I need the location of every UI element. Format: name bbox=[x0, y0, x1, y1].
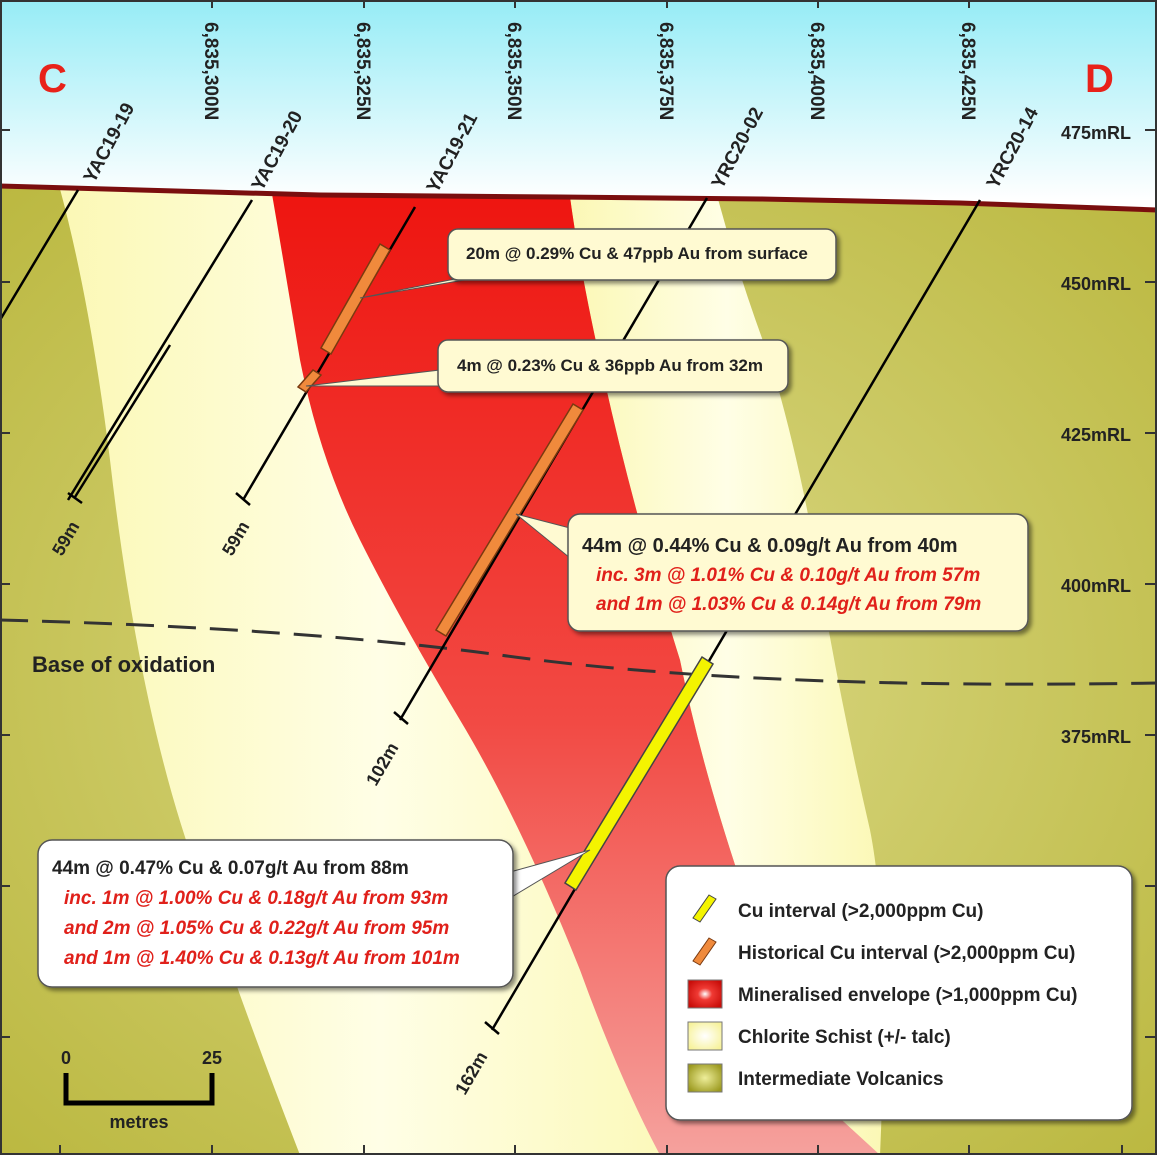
northing-label: 6,835,300N bbox=[200, 22, 221, 120]
callout-2: 4m @ 0.23% Cu & 36ppb Au from 32m bbox=[305, 339, 789, 393]
yellow-bar-icon bbox=[692, 894, 717, 923]
callout-4-line1: 44m @ 0.47% Cu & 0.07g/t Au from 88m bbox=[52, 858, 409, 879]
legend-label: Intermediate Volcanics bbox=[738, 1069, 944, 1090]
elevation-labels: 475mRL 450mRL 425mRL 400mRL 375mRL bbox=[1061, 123, 1131, 747]
orange-bar-icon bbox=[692, 937, 717, 966]
historical-cu-interval-2 bbox=[296, 369, 323, 393]
drill-hole-yac19-19 bbox=[0, 189, 80, 321]
drill-hole-yac19-20 bbox=[66, 199, 254, 501]
scale-end-label: 25 bbox=[202, 1048, 222, 1068]
legend: Cu interval (>2,000ppm Cu) Historical Cu… bbox=[665, 865, 1133, 1121]
base-of-oxidation-label: Base of oxidation bbox=[32, 652, 215, 677]
callout-2-line1: 4m @ 0.23% Cu & 36ppb Au from 32m bbox=[457, 356, 763, 375]
historical-cu-interval-1 bbox=[319, 242, 392, 356]
callout-4-line3: and 2m @ 1.05% Cu & 0.22g/t Au from 95m bbox=[64, 918, 449, 939]
elevation-label: 375mRL bbox=[1061, 727, 1131, 747]
historical-cu-interval-3 bbox=[434, 402, 585, 638]
legend-label: Chlorite Schist (+/- talc) bbox=[738, 1027, 951, 1048]
northing-labels: 6,835,300N 6,835,325N 6,835,350N 6,835,3… bbox=[200, 22, 978, 120]
pale-yellow-swatch-icon bbox=[687, 1021, 723, 1051]
section-end-label: D bbox=[1085, 57, 1114, 101]
callout-4: 44m @ 0.47% Cu & 0.07g/t Au from 88m inc… bbox=[37, 839, 591, 988]
cu-interval-yrc20-14 bbox=[563, 655, 715, 892]
elevation-label: 400mRL bbox=[1061, 576, 1131, 596]
callout-3-line3: and 1m @ 1.03% Cu & 0.14g/t Au from 79m bbox=[596, 594, 981, 615]
callout-4-line4: and 1m @ 1.40% Cu & 0.13g/t Au from 101m bbox=[64, 948, 460, 969]
callout-3: 44m @ 0.44% Cu & 0.09g/t Au from 40m inc… bbox=[515, 513, 1029, 632]
northing-label: 6,835,375N bbox=[655, 22, 676, 120]
base-of-oxidation-line bbox=[0, 618, 1157, 686]
elevation-label: 475mRL bbox=[1061, 123, 1131, 143]
northing-label: 6,835,400N bbox=[806, 22, 827, 120]
callout-3-line2: inc. 3m @ 1.01% Cu & 0.10g/t Au from 57m bbox=[596, 565, 980, 586]
elevation-label: 450mRL bbox=[1061, 274, 1131, 294]
elevation-label: 425mRL bbox=[1061, 425, 1131, 445]
callout-4-line2: inc. 1m @ 1.00% Cu & 0.18g/t Au from 93m bbox=[64, 888, 448, 909]
legend-label: Mineralised envelope (>1,000ppm Cu) bbox=[738, 985, 1077, 1006]
section-start-label: C bbox=[38, 57, 67, 101]
callout-1-line1: 20m @ 0.29% Cu & 47ppb Au from surface bbox=[466, 244, 808, 263]
red-swatch-icon bbox=[687, 979, 723, 1009]
scale-unit-label: metres bbox=[109, 1112, 168, 1132]
callout-1: 20m @ 0.29% Cu & 47ppb Au from surface bbox=[359, 228, 837, 299]
northing-label: 6,835,325N bbox=[352, 22, 373, 120]
callout-3-line1: 44m @ 0.44% Cu & 0.09g/t Au from 40m bbox=[582, 535, 958, 557]
legend-label: Historical Cu interval (>2,000ppm Cu) bbox=[738, 943, 1075, 964]
legend-label: Cu interval (>2,000ppm Cu) bbox=[738, 901, 983, 922]
sky-background bbox=[0, 0, 1157, 200]
scale-start-label: 0 bbox=[61, 1048, 71, 1068]
scale-bar: 0 25 metres bbox=[61, 1048, 222, 1132]
olive-swatch-icon bbox=[687, 1063, 723, 1093]
northing-label: 6,835,350N bbox=[503, 22, 524, 120]
northing-label: 6,835,425N bbox=[957, 22, 978, 120]
drill-hole-yac19-19-lower bbox=[73, 344, 172, 498]
topographic-surface bbox=[0, 183, 1157, 213]
